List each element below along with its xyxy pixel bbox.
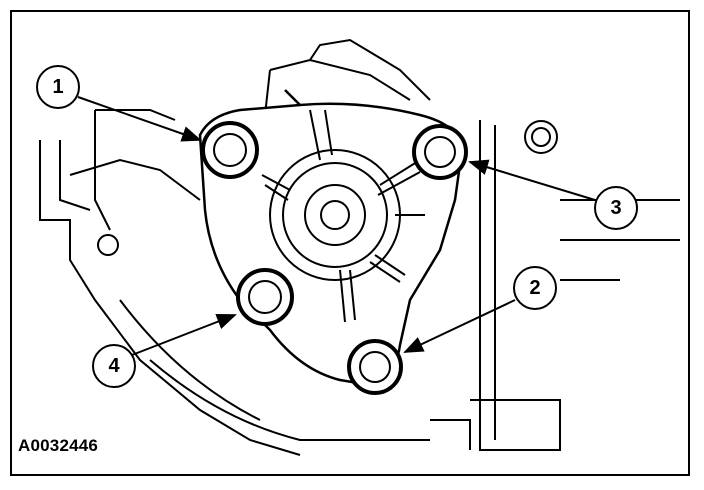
leader-line-1 [77, 96, 202, 142]
callout-4: 4 [92, 344, 136, 388]
callout-2: 2 [513, 266, 557, 310]
callout-2-label: 2 [529, 277, 540, 299]
leader-line-4 [131, 314, 237, 356]
leader-line-3 [468, 159, 596, 201]
callout-3: 3 [594, 186, 638, 230]
callout-1: 1 [36, 65, 80, 109]
figure-id-label: A0032446 [18, 436, 99, 455]
pump-hub [261, 109, 425, 323]
bolt-2 [347, 339, 403, 395]
bolt-4 [236, 268, 294, 326]
bolt-1 [201, 121, 259, 179]
callout-3-label: 3 [610, 197, 621, 219]
callout-1-label: 1 [52, 76, 63, 98]
leader-lines [77, 96, 596, 356]
leader-line-2 [403, 299, 516, 353]
bolt-3 [412, 124, 468, 180]
callout-4-label: 4 [108, 355, 120, 377]
